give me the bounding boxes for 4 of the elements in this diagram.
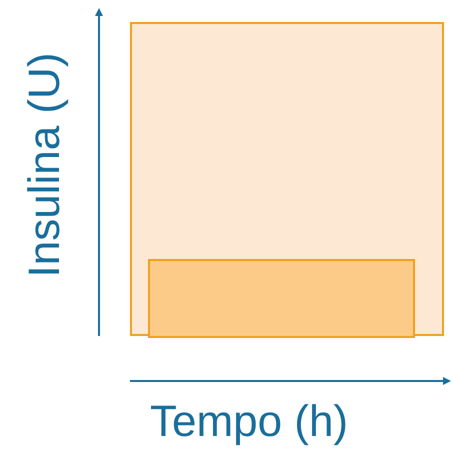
y-axis-label: Insulina (U) <box>23 52 67 278</box>
outer-rectangle <box>130 22 444 336</box>
inner-rectangle <box>148 259 415 338</box>
x-axis-label: Tempo (h) <box>150 400 348 444</box>
